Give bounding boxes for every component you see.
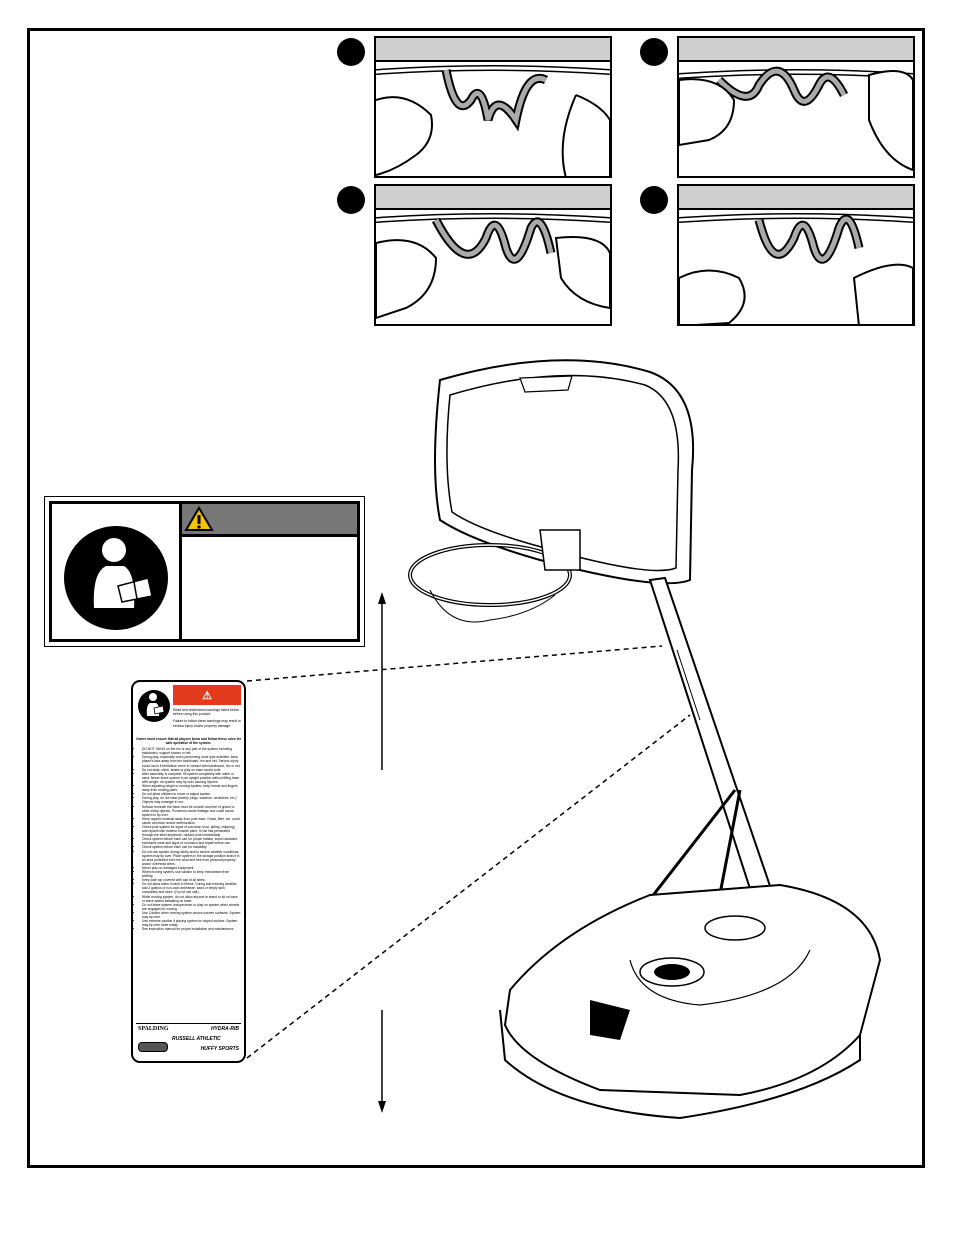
rule-item: Do not allow children to move or adjust … (142, 792, 241, 796)
net-step-panel-2 (677, 36, 915, 178)
step-marker-2 (640, 38, 668, 66)
rule-item: During play, especially when performing … (142, 755, 241, 767)
warning-triangle-icon (184, 506, 214, 531)
net-step-panel-3 (374, 184, 612, 326)
warning-heading: ⚠ WARNING (173, 685, 241, 723)
rule-item: Surface beneath the base must be smooth … (142, 805, 241, 817)
rule-item: DO NOT HANG on the rim or any part of th… (142, 747, 241, 755)
rule-item: Never play on damaged equipment. (142, 866, 241, 870)
rule-item: Do not use system during windy and/or se… (142, 850, 241, 866)
rule-item: When adjusting height or moving system, … (142, 784, 241, 792)
net-attach-illustration-2 (679, 66, 913, 172)
failure-notice: Failure to follow these warnings may res… (173, 719, 241, 728)
caution-notice-box (44, 496, 365, 647)
rule-item: Do not allow water in tank to freeze. Du… (142, 882, 241, 894)
page-frame (27, 28, 925, 1168)
rule-item: Use Caution when moving system across un… (142, 911, 241, 919)
step-marker-4 (640, 186, 668, 214)
rules-list: DO NOT HANG on the rim or any part of th… (136, 747, 241, 931)
warning-read-text: Read and understand warnings listed belo… (173, 708, 241, 728)
rule-item: Do not leave system unsupervised or play… (142, 903, 241, 911)
rule-item: After assembly is complete, fill system … (142, 772, 241, 784)
net-attach-illustration-4 (679, 213, 913, 324)
step-marker-3 (337, 186, 365, 214)
rule-item: When moving system, use caution to keep … (142, 870, 241, 878)
rule-item: Check system before each use for proper … (142, 837, 241, 845)
rule-item: Keep organic material away from pole bas… (142, 817, 241, 825)
rules-intro: Owner must ensure that all players know … (136, 737, 241, 746)
warning-heading-text: WARNING (175, 708, 239, 723)
rule-item: Use extreme caution if placing system on… (142, 919, 241, 927)
huffy-sports-logo: HUFFY SPORTS (200, 1046, 239, 1052)
caution-header (182, 504, 357, 537)
brand-logos: SPALDING HYDRA-RIB RUSSELL ATHLETIC HUFF… (136, 1023, 241, 1058)
rule-item: See instruction manual for proper instal… (142, 927, 241, 931)
warning-rules: Owner must ensure that all players know … (136, 737, 241, 931)
warning-label: ⚠ WARNING Read and understand warnings l… (131, 680, 246, 1063)
hydra-rib-logo: HYDRA-RIB (210, 1026, 239, 1032)
read-manual-icon (64, 526, 168, 630)
warning-triangle-icon: ⚠ (202, 690, 212, 702)
rule-item: While moving system, do not allow anyone… (142, 895, 241, 903)
russell-athletic-logo: RUSSELL ATHLETIC (172, 1036, 221, 1042)
rule-item: Check system before each use for instabi… (142, 845, 241, 849)
net-attach-illustration-1 (376, 65, 610, 176)
rule-item: Do not slide, climb, shake or play on ba… (142, 768, 241, 772)
read-instruction: Read and understand warnings listed belo… (173, 708, 239, 717)
read-manual-icon (138, 690, 170, 722)
net-attach-illustration-3 (376, 213, 610, 320)
brand-badge (138, 1042, 168, 1052)
net-step-panel-1 (374, 36, 612, 178)
rule-item: During play, do not wear jewelry (rings,… (142, 796, 241, 804)
spalding-logo: SPALDING (138, 1026, 169, 1032)
rule-item: Check pole system for signs of corrosion… (142, 825, 241, 837)
rule-item: Keep pole top covered with cap at all ti… (142, 878, 241, 882)
net-step-panel-4 (677, 184, 915, 326)
step-marker-1 (337, 38, 365, 66)
